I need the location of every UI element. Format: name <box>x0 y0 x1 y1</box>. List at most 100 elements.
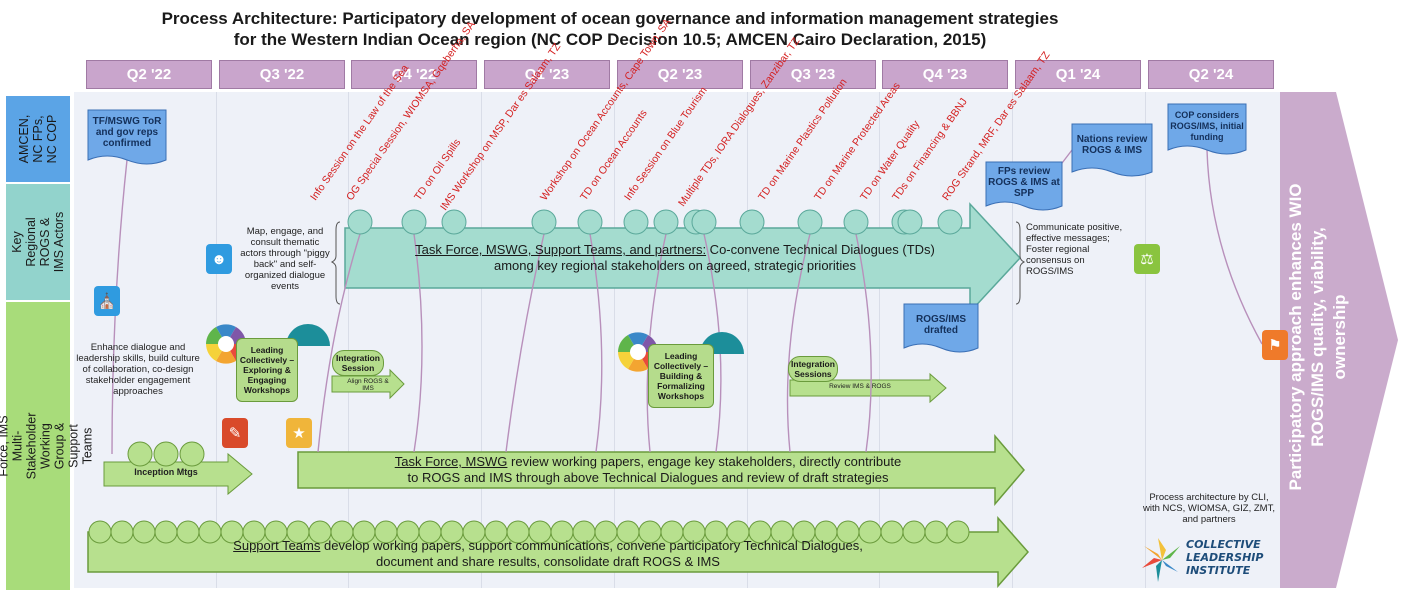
taskforce-arrow <box>297 433 1025 507</box>
event-circle <box>127 441 153 467</box>
milestone-nations: Nations review ROGS & IMS <box>1076 134 1148 156</box>
cli-logo-mark <box>1142 538 1180 582</box>
brace-right <box>1015 221 1026 305</box>
connector-line <box>1206 149 1263 345</box>
milestone-fps: FPs review ROGS & IMS at SPP <box>988 166 1060 199</box>
connector-line <box>855 233 872 453</box>
event-circle <box>739 209 765 235</box>
st-arrow-rest: develop working papers, support communic… <box>320 538 863 553</box>
support-circles <box>88 520 970 544</box>
title-line-1: Process Architecture: Participatory deve… <box>161 9 1059 28</box>
integration-arrow-1 <box>331 368 405 400</box>
cli-logo-text: COLLECTIVE LEADERSHIP INSTITUTE <box>1186 538 1263 577</box>
milestone-cop: COP considers ROGS/IMS, initial funding <box>1170 110 1244 142</box>
note-communicate: Communicate positive, effective messages… <box>1026 222 1123 277</box>
event-circle <box>946 520 970 544</box>
row-label-taskforce: ROGS Task Force, IMS Multi-Stakeholder W… <box>0 302 94 590</box>
event-circle <box>441 209 467 235</box>
row-label-actors: Key Regional ROGS & IMS Actors <box>6 184 70 300</box>
quarter-divider <box>614 92 615 588</box>
milestone-tor: TF/MSWG ToR and gov reps confirmed <box>92 116 162 149</box>
tf-arrow-line2: to ROGS and IMS through above Technical … <box>407 470 889 485</box>
workshop-lc-building: Leading Collectively – Building & Formal… <box>648 344 714 408</box>
note-credits: Process architecture by CLI, with NCS, W… <box>1143 492 1275 525</box>
milestone-drafted: ROGS/IMS drafted <box>915 314 966 336</box>
quarter-header: Q2 '22 <box>86 60 212 89</box>
quarter-header: Q2 '24 <box>1148 60 1274 89</box>
event-circle <box>347 209 373 235</box>
event-circle <box>797 209 823 235</box>
connector-line <box>413 233 423 453</box>
event-circle <box>623 209 649 235</box>
st-arrow-line2: document and share results, consolidate … <box>376 554 720 569</box>
logo-line-2: LEADERSHIP <box>1186 551 1264 564</box>
event-circle <box>401 209 427 235</box>
connector-line <box>589 233 603 453</box>
note-map-engage: Map, engage, and consult thematic actors… <box>240 226 330 292</box>
person-walking-icon: ⚑ <box>1262 330 1288 360</box>
wheel-icon-2 <box>618 332 658 372</box>
row-label-amcen: AMCEN, NC FPs, NC COP <box>6 96 70 182</box>
quarter-divider <box>879 92 880 588</box>
connector-line <box>317 233 361 453</box>
event-circle <box>179 441 205 467</box>
logo-line-3: INSTITUTE <box>1186 564 1251 577</box>
td-arrow-lead: Task Force, MSWG, Support Teams, and par… <box>415 242 707 257</box>
quarter-divider <box>1145 92 1146 588</box>
equality-icon: ⚖ <box>1134 244 1160 274</box>
quarter-header: Q4 '23 <box>882 60 1008 89</box>
integration-2-subtitle: Review IMS & ROGS <box>829 383 891 390</box>
note-enhance: Enhance dialogue and leadership skills, … <box>76 342 200 397</box>
outcome-line-3: ownership <box>1330 294 1349 380</box>
doc-shape-nations <box>1071 123 1153 177</box>
td-arrow-text: Task Force, MSWG, Support Teams, and par… <box>352 242 998 274</box>
quarter-header: Q4 '22 <box>351 60 477 89</box>
title-line-2: for the Western Indian Ocean region (NC … <box>233 30 987 49</box>
integration-1-subtitle: Align ROGS & IMS <box>347 378 389 392</box>
quarter-divider <box>481 92 482 588</box>
tf-arrow-rest: review working papers, engage key stakeh… <box>507 454 902 469</box>
taskforce-arrow-text: Task Force, MSWG review working papers, … <box>308 454 988 486</box>
quarter-header: Q2 '23 <box>617 60 743 89</box>
event-circle <box>653 209 679 235</box>
outcome-big-arrow <box>1280 92 1398 588</box>
event-circle <box>843 209 869 235</box>
brace-left <box>330 221 341 305</box>
td-circles <box>347 209 963 235</box>
outcome-line-2: ROGS/IMS quality, viability, <box>1308 227 1327 447</box>
outcome-line-1: Participatory approach enhances WIO <box>1286 183 1305 491</box>
teacher-icon: ✎ <box>222 418 248 448</box>
logo-line-1: COLLECTIVE <box>1186 538 1261 551</box>
quarter-header: Q3 '22 <box>219 60 345 89</box>
diagram-title: Process Architecture: Participatory deve… <box>0 8 1220 50</box>
people-group-icon: ☻ <box>206 244 232 274</box>
quarter-header: Q3 '23 <box>750 60 876 89</box>
inception-circles <box>127 441 205 467</box>
workshop-lc-exploring: Leading Collectively – Exploring & Engag… <box>236 338 298 402</box>
tf-arrow-lead: Task Force, MSWG <box>394 454 508 469</box>
quarter-divider <box>747 92 748 588</box>
connector-line <box>505 233 545 453</box>
connector-line <box>786 233 811 453</box>
inception-label: Inception Mtgs <box>134 467 198 477</box>
support-arrow-text: Support Teams develop working papers, su… <box>96 538 1000 570</box>
doc-shape-fps <box>985 161 1063 211</box>
st-arrow-lead: Support Teams <box>233 538 321 553</box>
doc-shape-cop <box>1167 103 1247 155</box>
event-circle <box>531 209 557 235</box>
td-arrow-line2: among key regional stakeholders on agree… <box>493 258 857 273</box>
event-circle <box>897 209 923 235</box>
person-arms-up-icon: ★ <box>286 418 312 448</box>
quarter-divider <box>1012 92 1013 588</box>
quarter-header: Q1 '23 <box>484 60 610 89</box>
event-circle <box>153 441 179 467</box>
doc-shape-tor <box>87 109 167 165</box>
event-circle <box>691 209 717 235</box>
event-circle <box>577 209 603 235</box>
quarter-header: Q1 '24 <box>1015 60 1141 89</box>
institution-icon: ⛪ <box>94 286 120 316</box>
quarter-divider <box>348 92 349 588</box>
doc-shape-drafted <box>903 303 979 353</box>
event-circle <box>937 209 963 235</box>
